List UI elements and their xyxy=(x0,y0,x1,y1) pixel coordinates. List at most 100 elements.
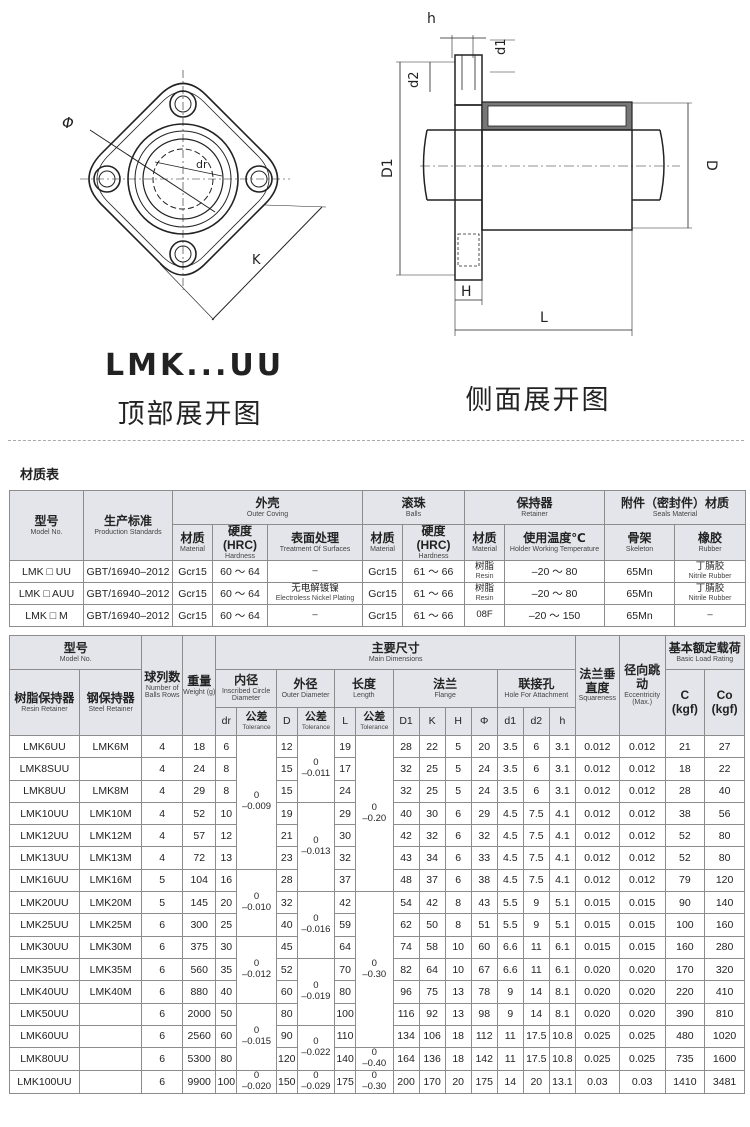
dim-cell-K: 170 xyxy=(418,1070,446,1094)
dim-cell-dr: 13 xyxy=(215,846,238,870)
dim-cell-D1: 32 xyxy=(392,757,420,781)
dim-cell-D: 90 xyxy=(275,1024,298,1049)
d-tolerance: 0 –0.019 xyxy=(296,957,336,1026)
material-cell-temp: –20 ～ 150 xyxy=(504,604,606,628)
dim-cell-K: 34 xyxy=(418,846,446,870)
dim-cell-d1: 4.5 xyxy=(496,846,524,870)
material-value: –20 ～ 80 xyxy=(531,587,578,600)
dim-cell-ball-rows: 6 xyxy=(141,913,184,937)
dim-cell-ball-rows: 6 xyxy=(141,1070,184,1094)
dim-cell-dr: 100 xyxy=(215,1070,238,1094)
dim-cell-d1: 11 xyxy=(496,1024,524,1049)
dim-cell-d2: 11 xyxy=(522,957,550,982)
material-cell-bhard: 61 ～ 66 xyxy=(402,560,466,584)
dim-sub-d2: d2 xyxy=(522,707,550,736)
d1-label: d1 xyxy=(494,38,509,55)
dim-cell-eccentricity: 0.012 xyxy=(618,824,666,848)
material-cell-temp: –20 ～ 80 xyxy=(504,560,606,584)
material-value: GBT/16940–2012 xyxy=(86,609,170,622)
dim-cell-d1: 6.6 xyxy=(496,957,524,982)
material-value: – xyxy=(312,565,318,577)
material-cell-rmat: 08F xyxy=(464,604,506,628)
dim-cell-D1: 82 xyxy=(392,957,420,982)
dim-sub-K: K xyxy=(418,707,446,736)
dim-cell-dr: 16 xyxy=(215,868,238,893)
material-value: 61 ～ 66 xyxy=(413,587,454,600)
dim-cell-d2: 9 xyxy=(522,891,550,915)
dim-cell-d2: 17.5 xyxy=(522,1024,550,1049)
dim-cell-H: 18 xyxy=(444,1047,472,1071)
material-cell-bmat: Gcr15 xyxy=(362,582,404,606)
dim-cell-eccentricity: 0.015 xyxy=(618,935,666,959)
dim-cell-D1: 96 xyxy=(392,980,420,1004)
dim-cell-phi: 175 xyxy=(470,1070,498,1094)
dim-cell-dr: 80 xyxy=(215,1047,238,1071)
dim-cell-H: 13 xyxy=(444,980,472,1004)
material-cell-std: GBT/16940–2012 xyxy=(83,582,173,606)
material-value: 树脂 xyxy=(475,583,495,595)
dim-cell-eccentricity: 0.015 xyxy=(618,913,666,937)
dim-cell-phi: 24 xyxy=(470,779,498,803)
dim-cell-dr: 20 xyxy=(215,891,238,915)
dim-cell-resin-model: LMK10UU xyxy=(9,801,80,826)
model-title: LMK...UU xyxy=(105,348,285,383)
dim-cell-eccentricity: 0.015 xyxy=(618,891,666,915)
dim-cell-phi: 98 xyxy=(470,1002,498,1026)
dim-cell-phi: 20 xyxy=(470,734,498,759)
dim-cell-weight: 72 xyxy=(182,846,217,870)
dim-cell-load-co: 27 xyxy=(704,734,745,759)
dim-cell-ball-rows: 6 xyxy=(141,935,184,959)
dr-tolerance: 0 –0.010 xyxy=(236,868,277,937)
dim-cell-dr: 8 xyxy=(215,757,238,781)
dim-sub-d1: d1 xyxy=(496,707,524,736)
dim-cell-dr: 60 xyxy=(215,1024,238,1049)
dim-cell-D: 23 xyxy=(275,846,298,870)
material-cell-rub: – xyxy=(674,604,747,628)
dim-cell-d2: 7.5 xyxy=(522,868,550,893)
dim-cell-K: 25 xyxy=(418,779,446,803)
dim-cell-load-co: 80 xyxy=(704,824,745,848)
dim-cell-load-co: 160 xyxy=(704,913,745,937)
dr-tolerance: 0 –0.020 xyxy=(236,1070,277,1094)
dim-cell-D: 52 xyxy=(275,957,298,982)
phi-label: Φ xyxy=(62,114,74,132)
material-value: – xyxy=(707,609,713,621)
dim-cell-K: 22 xyxy=(418,734,446,759)
dim-cell-d1: 3.5 xyxy=(496,734,524,759)
dim-cell-d2: 14 xyxy=(522,980,550,1004)
dim-cell-ball-rows: 4 xyxy=(141,734,184,759)
dim-cell-phi: 51 xyxy=(470,913,498,937)
top-view-caption: 顶部展开图 xyxy=(117,399,263,430)
dim-cell-H: 6 xyxy=(444,846,472,870)
dim-cell-resin-model: LMK30UU xyxy=(9,935,80,959)
dim-cell-D1: 62 xyxy=(392,913,420,937)
dim-cell-h: 3.1 xyxy=(548,757,576,781)
dim-cell-weight: 29 xyxy=(182,779,217,803)
l-tolerance: 0 –0.40 xyxy=(355,1047,394,1071)
L-label: L xyxy=(540,310,548,326)
dim-cell-steel-model: LMK16M xyxy=(78,868,143,893)
dim-cell-ball-rows: 6 xyxy=(141,1024,184,1049)
dim-cell-load-co: 410 xyxy=(704,980,745,1004)
dim-cell-D1: 48 xyxy=(392,868,420,893)
dim-cell-load-c: 21 xyxy=(664,734,706,759)
dim-cell-d1: 9 xyxy=(496,980,524,1004)
material-value-en: Nitrile Rubber xyxy=(688,573,732,581)
dim-cell-ball-rows: 6 xyxy=(141,1047,184,1071)
dim-cell-D: 28 xyxy=(275,868,298,893)
dim-cell-L: 70 xyxy=(334,957,357,982)
material-value: 60 ～ 64 xyxy=(220,587,260,600)
